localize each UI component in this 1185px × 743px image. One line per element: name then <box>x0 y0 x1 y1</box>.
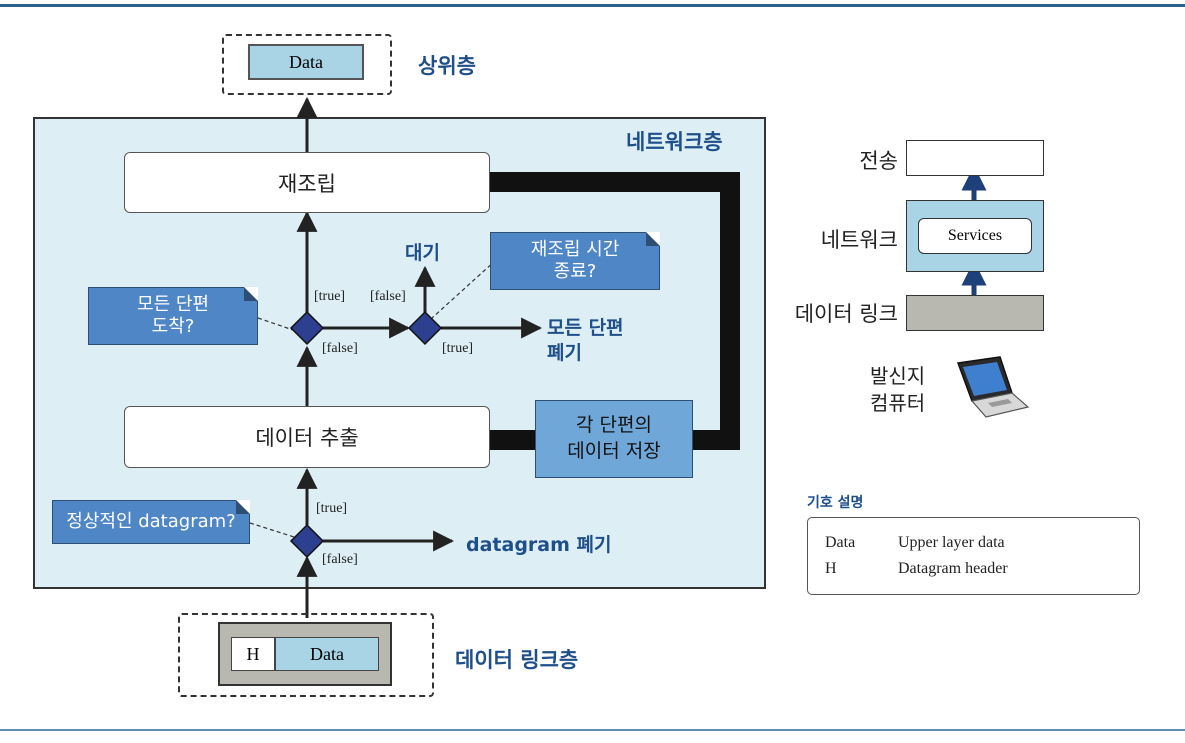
note-fold-icon <box>244 287 258 301</box>
datagram-header: H <box>231 637 275 671</box>
stack-label-network: 네트워크 <box>820 228 898 252</box>
note1-link <box>257 317 294 331</box>
services-box: Services <box>918 218 1032 254</box>
reassembly-box: 재조립 <box>124 152 490 213</box>
legend-symbol-data: Data <box>825 534 856 551</box>
source-computer-label: 발신지 컴퓨터 <box>870 364 926 415</box>
store-route <box>490 172 740 450</box>
note-all-fragments-text: 모든 단편 도착? <box>137 293 209 338</box>
laptop-icon <box>956 356 1030 418</box>
branch-false-2: [false] <box>322 341 358 356</box>
stack-transport-layer <box>906 140 1044 176</box>
note-valid-datagram: 정상적인 datagram? <box>52 500 250 544</box>
datalink-layer-frame <box>178 613 434 697</box>
bottom-rule <box>0 729 1185 731</box>
store-fragment-box: 각 단편의 데이터 저장 <box>535 400 693 478</box>
datagram-data: Data <box>275 637 379 671</box>
upper-data-packet: Data <box>248 44 364 80</box>
note2-link <box>431 259 497 319</box>
legend-box: Data Upper layer data H Datagram header <box>807 517 1140 595</box>
top-rule <box>0 4 1185 7</box>
legend-title: 기호 설명 <box>807 495 864 511</box>
decision-diamond-valid <box>289 523 325 559</box>
extract-data-box: 데이터 추출 <box>124 406 490 468</box>
note-timeout-text: 재조립 시간 종료? <box>530 238 620 283</box>
upper-layer-label: 상위층 <box>418 54 476 78</box>
branch-true-3: [true] <box>316 501 348 516</box>
note-all-fragments: 모든 단편 도착? <box>88 287 258 345</box>
note-valid-datagram-text: 정상적인 datagram? <box>66 510 236 532</box>
discard-all-label: 모든 단편 폐기 <box>547 317 624 364</box>
note-fold-icon <box>646 232 660 246</box>
legend-desc-header: Datagram header <box>898 560 1008 577</box>
stack-datalink-layer <box>906 295 1044 331</box>
note-timeout: 재조립 시간 종료? <box>490 232 660 290</box>
discard-datagram-label: datagram 폐기 <box>466 534 612 556</box>
legend-symbol-header: H <box>825 560 837 577</box>
note3-link <box>249 522 295 538</box>
note-fold-icon <box>236 500 250 514</box>
decision-diamond-timeout <box>407 310 443 346</box>
wait-label: 대기 <box>405 242 440 264</box>
branch-true-1: [true] <box>314 289 346 304</box>
upper-layer-frame <box>222 34 392 95</box>
datalink-layer-label: 데이터 링크층 <box>455 648 579 672</box>
branch-true-2: [true] <box>442 341 474 356</box>
stack-label-datalink: 데이터 링크 <box>794 302 898 326</box>
network-layer-label: 네트워크층 <box>626 130 723 154</box>
stack-label-transport: 전송 <box>859 149 898 173</box>
branch-false-3: [false] <box>322 552 358 567</box>
decision-diamond-all-fragments <box>289 310 325 346</box>
legend-desc-data: Upper layer data <box>898 534 1005 551</box>
branch-false-1: [false] <box>370 289 406 304</box>
